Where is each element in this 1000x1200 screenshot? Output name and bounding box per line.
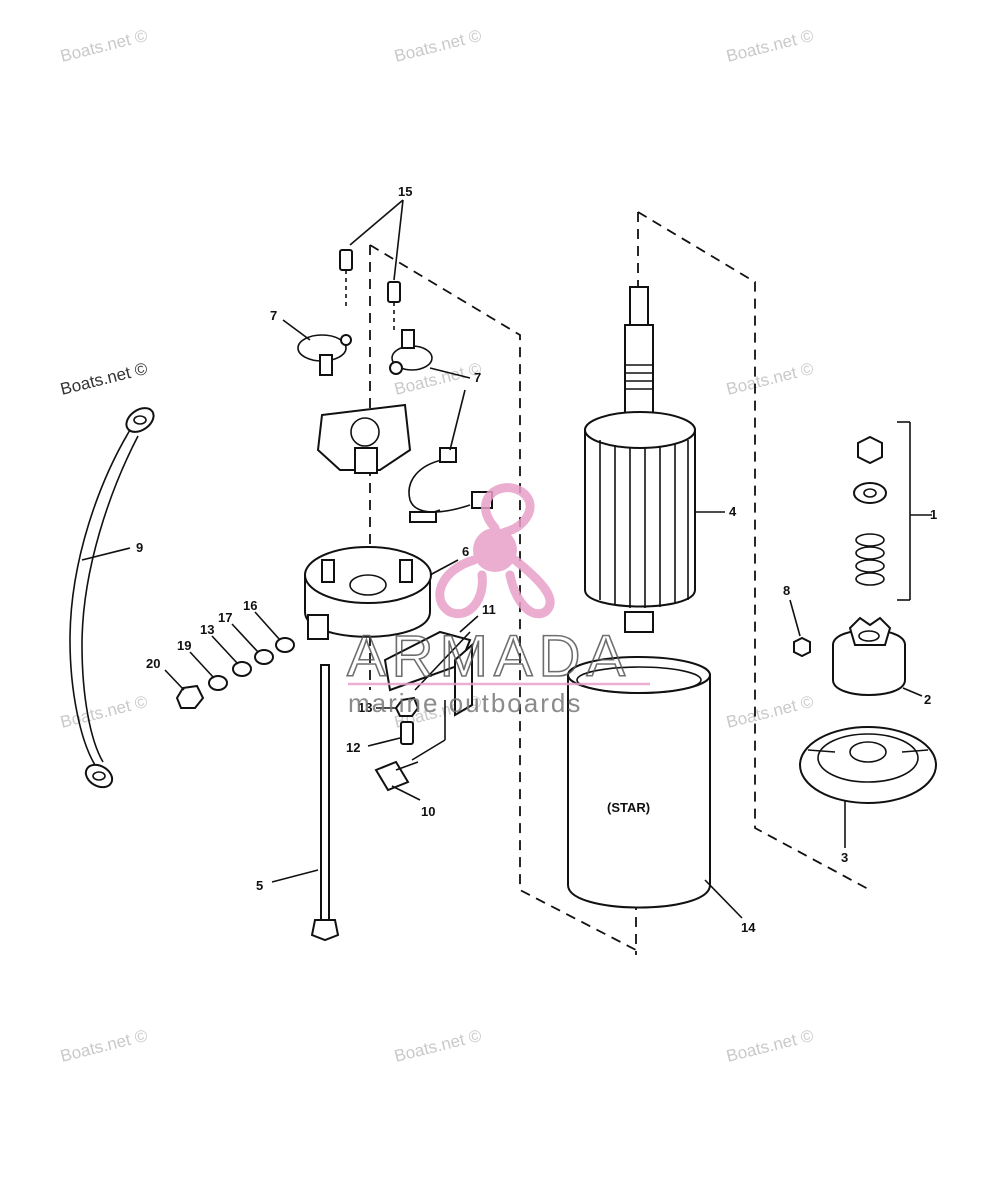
bracket-fasteners — [374, 696, 420, 792]
callout-12: 12 — [346, 740, 360, 755]
logo-tagline: marine outboards — [348, 688, 582, 718]
callout-5: 5 — [256, 878, 263, 893]
callout-3: 3 — [841, 850, 848, 865]
callout-9: 9 — [136, 540, 143, 555]
watermark: Boats.net © — [724, 1026, 815, 1066]
callout-2: 2 — [924, 692, 931, 707]
brush-plate — [316, 403, 412, 474]
propeller-icon — [435, 483, 555, 619]
brush-plate-screws — [339, 249, 401, 330]
callout-19: 19 — [177, 638, 191, 653]
callout-10: 10 — [421, 804, 435, 819]
callout-13-left: 13 — [200, 622, 214, 637]
callout-13-bracket: 13 — [358, 700, 372, 715]
callout-4: 4 — [729, 504, 737, 519]
callout-20: 20 — [146, 656, 160, 671]
pinion-gear — [832, 616, 906, 696]
callout-7-left: 7 — [270, 308, 277, 323]
housing-label: (STAR) — [607, 800, 650, 815]
callout-15: 15 — [398, 184, 412, 199]
brush-leads — [408, 447, 493, 523]
watermark: Boats.net © — [58, 359, 149, 399]
watermark: Boats.net © — [724, 692, 815, 732]
watermark: Boats.net © — [724, 359, 815, 399]
watermark: Boats.net © — [58, 1026, 149, 1066]
callout-labels: 15 7 7 4 1 6 9 11 8 16 17 13 19 20 2 13 … — [136, 184, 937, 935]
armada-logo: ARMADA marine outboards — [346, 483, 650, 718]
callout-16: 16 — [243, 598, 257, 613]
callout-11: 11 — [482, 602, 496, 617]
terminal-hardware — [175, 637, 295, 709]
brush-springs — [297, 329, 433, 376]
armature — [584, 286, 696, 633]
callout-17: 17 — [218, 610, 232, 625]
battery-cable — [69, 407, 155, 789]
watermark: Boats.net © — [392, 1026, 483, 1066]
callout-8: 8 — [783, 583, 790, 598]
watermark: Boats.net © — [724, 26, 815, 66]
watermark: Boats.net © — [392, 359, 483, 399]
watermark: Boats.net © — [58, 26, 149, 66]
drive-nut-spring-assembly — [853, 421, 911, 601]
frame-housing: (STAR) — [567, 656, 711, 909]
end-cap — [304, 546, 432, 640]
watermark-layer: Boats.net © Boats.net © Boats.net © Boat… — [58, 26, 815, 1066]
drive-end-cover — [799, 726, 937, 804]
leader-lines — [81, 199, 932, 919]
watermark: Boats.net © — [58, 692, 149, 732]
cover-nut — [793, 636, 811, 658]
callout-14: 14 — [741, 920, 756, 935]
callout-6: 6 — [462, 544, 469, 559]
logo-brand: ARMADA — [347, 624, 631, 689]
through-bolt — [310, 664, 340, 942]
callout-1: 1 — [930, 507, 937, 522]
watermark: Boats.net © — [392, 26, 483, 66]
assembly-outline-right — [635, 211, 871, 955]
callout-7-right: 7 — [474, 370, 481, 385]
mounting-bracket — [383, 630, 473, 717]
